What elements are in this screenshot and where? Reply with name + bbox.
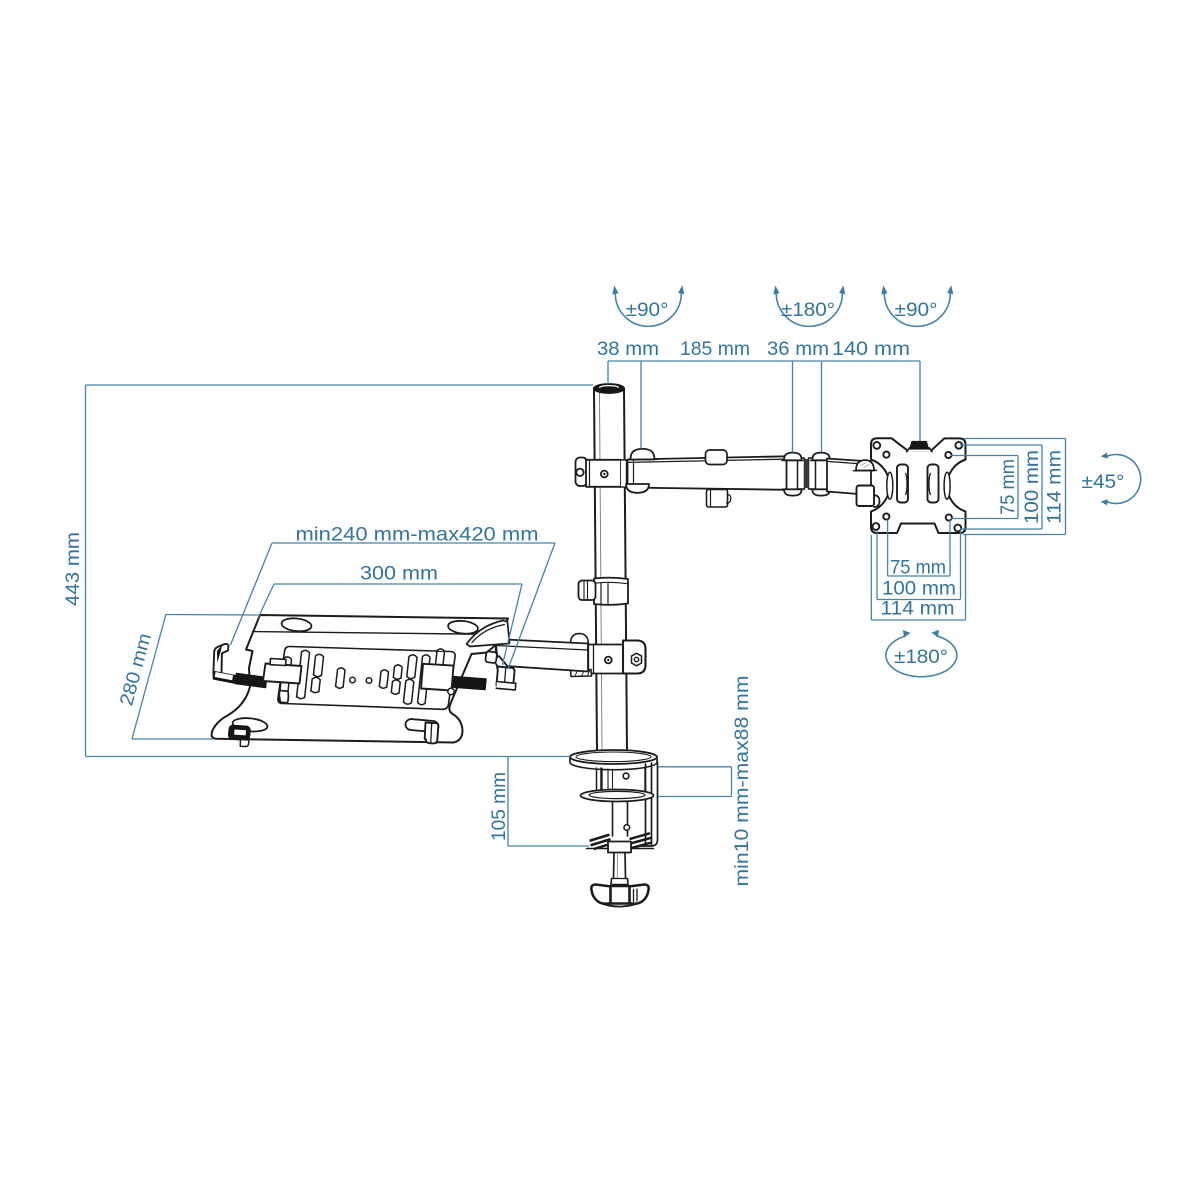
svg-text:100 mm: 100 mm bbox=[1022, 450, 1043, 524]
svg-text:min240 mm-max420 mm: min240 mm-max420 mm bbox=[296, 525, 539, 546]
svg-text:±180°: ±180° bbox=[781, 300, 835, 321]
svg-text:38 mm: 38 mm bbox=[597, 339, 659, 360]
svg-text:min10 mm-max88 mm: min10 mm-max88 mm bbox=[732, 676, 753, 887]
svg-text:114 mm: 114 mm bbox=[881, 599, 955, 620]
svg-text:100 mm: 100 mm bbox=[882, 579, 956, 600]
svg-text:±90°: ±90° bbox=[626, 300, 669, 321]
svg-text:105 mm: 105 mm bbox=[489, 772, 510, 841]
svg-text:300 mm: 300 mm bbox=[360, 564, 438, 585]
svg-text:75 mm: 75 mm bbox=[998, 459, 1019, 515]
svg-text:36 mm: 36 mm bbox=[767, 339, 829, 360]
svg-text:114 mm: 114 mm bbox=[1045, 450, 1066, 524]
svg-text:75 mm: 75 mm bbox=[890, 558, 946, 579]
svg-text:140 mm: 140 mm bbox=[832, 339, 910, 360]
svg-text:±45°: ±45° bbox=[1082, 472, 1125, 493]
svg-text:185 mm: 185 mm bbox=[680, 339, 750, 360]
svg-text:443 mm: 443 mm bbox=[63, 532, 84, 606]
svg-text:±180°: ±180° bbox=[894, 647, 948, 668]
svg-text:±90°: ±90° bbox=[895, 300, 938, 321]
